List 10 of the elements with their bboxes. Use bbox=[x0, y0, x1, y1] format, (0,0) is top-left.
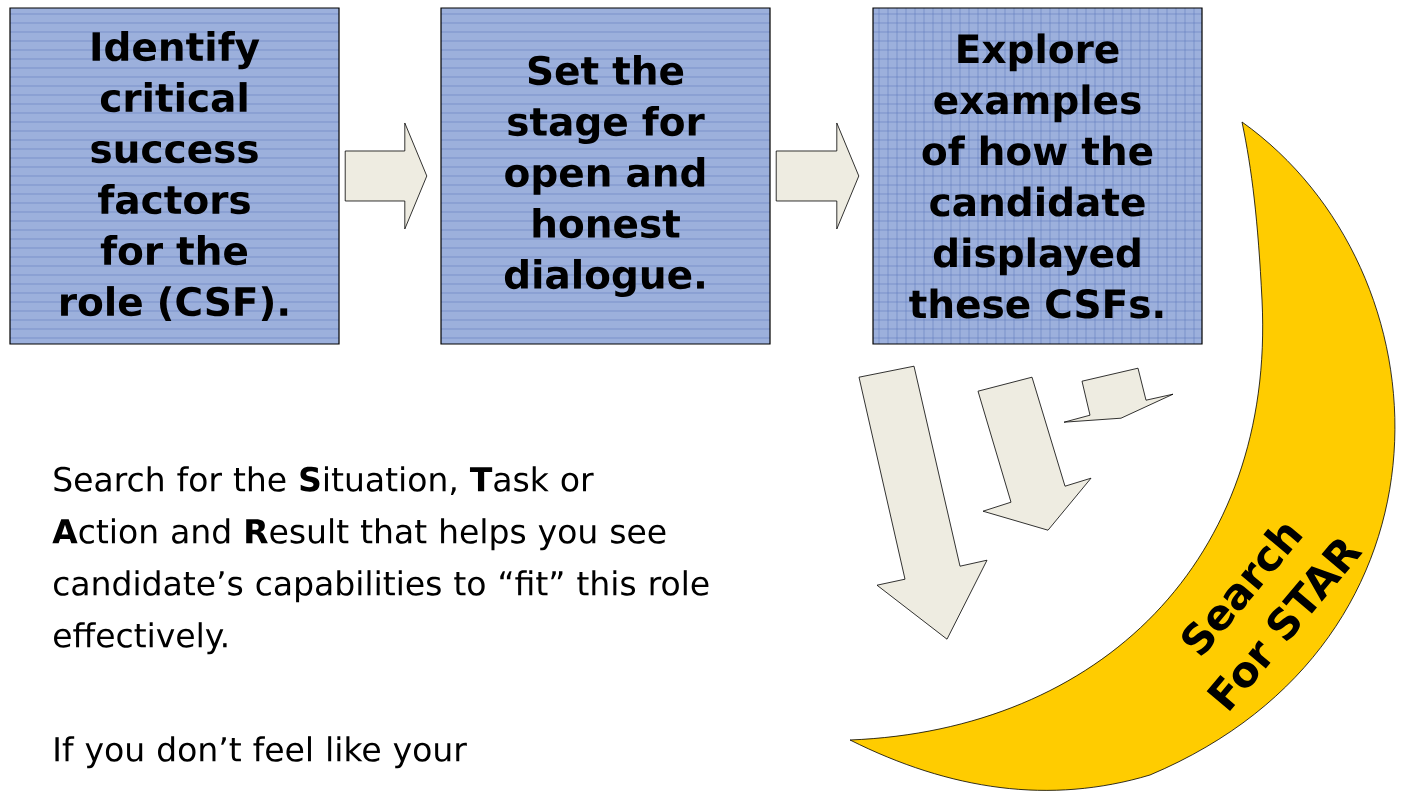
process-box: Set the stage for open and honest dialogue. bbox=[440, 7, 771, 345]
process-box: Identify critical success factors for the role (CSF). bbox=[9, 7, 340, 345]
block-arrow bbox=[775, 122, 860, 230]
block-arrow bbox=[977, 376, 1092, 531]
block-arrow bbox=[858, 365, 988, 640]
block-arrow bbox=[344, 122, 428, 230]
paragraph: If you don’t feel like your bbox=[55, 736, 467, 769]
process-box: Explore examples of how the candidate displayed these CSFs. bbox=[872, 7, 1203, 345]
block-arrow bbox=[1063, 367, 1174, 423]
paragraph: Search for the Situation, Task or Action and Result that helps you see candidate’s capabilities to “fit” this role effectively. bbox=[52, 466, 709, 655]
